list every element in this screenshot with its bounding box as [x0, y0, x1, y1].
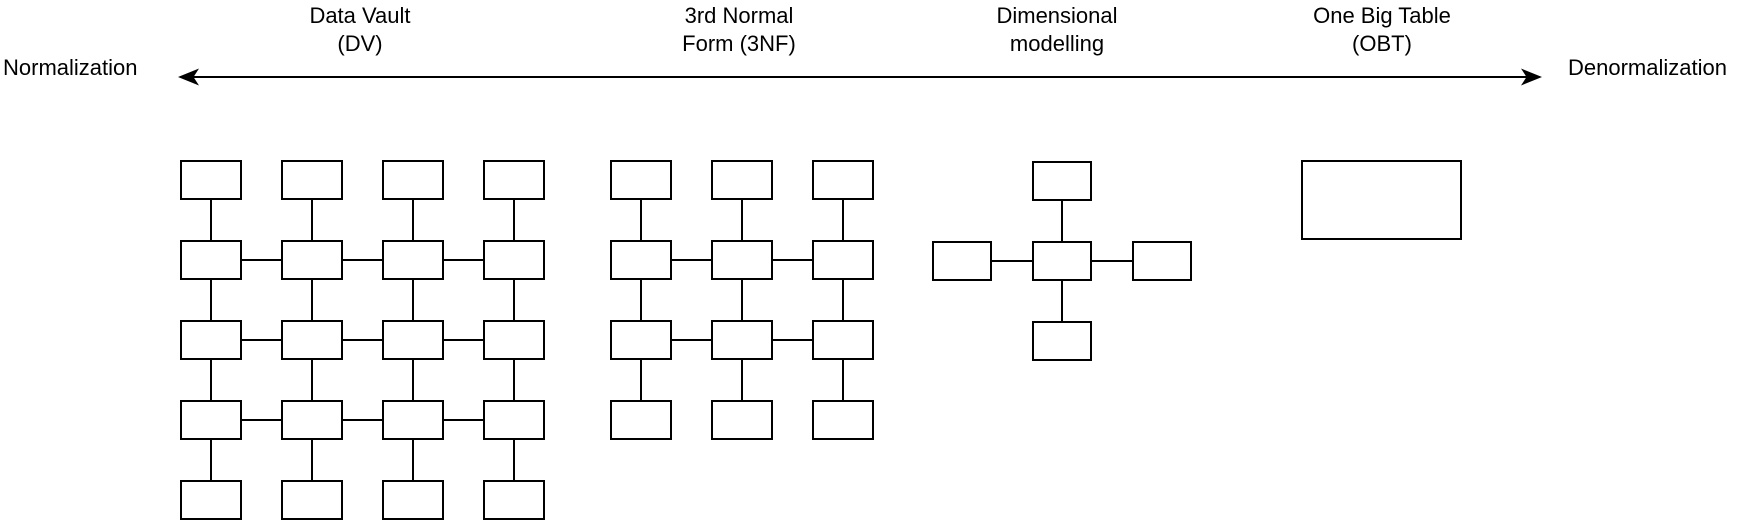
connector-line — [242, 339, 281, 341]
schema-table-box — [382, 480, 444, 520]
connector-line — [741, 360, 743, 400]
schema-table-box — [382, 240, 444, 280]
connector-line — [412, 280, 414, 320]
connector-line — [311, 360, 313, 400]
connector-line — [513, 360, 515, 400]
schema-table-box — [711, 240, 773, 280]
schema-table-box — [932, 241, 992, 281]
schema-table-box — [180, 240, 242, 280]
connector-line — [640, 360, 642, 400]
label-one-big-table-line2: (OBT) — [1352, 31, 1412, 56]
connector-line — [311, 440, 313, 480]
schema-table-box — [711, 160, 773, 200]
label-data-vault-line2: (DV) — [337, 31, 383, 56]
connector-line — [412, 200, 414, 240]
schema-table-box — [483, 240, 545, 280]
connector-line — [640, 280, 642, 320]
schema-table-box — [281, 480, 343, 520]
schema-table-box — [1301, 160, 1462, 240]
schema-table-box — [610, 400, 672, 440]
label-dimensional-modelling-line2: modelling — [1009, 31, 1105, 56]
axis-left-label: Normalization — [3, 55, 138, 80]
schema-table-box — [1032, 161, 1092, 201]
connector-line — [444, 259, 483, 261]
schema-table-box — [180, 320, 242, 360]
connector-line — [513, 200, 515, 240]
schema-table-box — [281, 240, 343, 280]
connector-line — [311, 280, 313, 320]
connector-line — [1092, 260, 1132, 262]
arrowhead-right-icon — [1521, 68, 1542, 86]
schema-table-box — [382, 400, 444, 440]
schema-table-box — [382, 160, 444, 200]
connector-line — [741, 280, 743, 320]
connector-line — [741, 200, 743, 240]
schema-table-box — [812, 160, 874, 200]
schema-table-box — [610, 160, 672, 200]
label-data-vault: Data Vault (DV) — [210, 2, 510, 58]
connector-line — [210, 440, 212, 480]
connector-line — [210, 280, 212, 320]
schema-table-box — [180, 400, 242, 440]
label-dimensional-modelling: Dimensional modelling — [907, 2, 1207, 58]
schema-table-box — [483, 480, 545, 520]
schema-table-box — [812, 240, 874, 280]
connector-line — [444, 419, 483, 421]
connector-line — [343, 419, 382, 421]
connector-line — [412, 360, 414, 400]
schema-table-box — [483, 320, 545, 360]
schema-table-box — [1132, 241, 1192, 281]
schema-table-box — [382, 320, 444, 360]
label-third-normal-form: 3rd Normal Form (3NF) — [589, 2, 889, 58]
connector-line — [343, 259, 382, 261]
connector-line — [210, 200, 212, 240]
schema-table-box — [180, 160, 242, 200]
label-data-vault-line1: Data Vault — [309, 3, 411, 28]
connector-line — [672, 259, 711, 261]
connector-line — [842, 280, 844, 320]
schema-table-box — [610, 240, 672, 280]
schema-table-box — [812, 400, 874, 440]
axis-right-label: Denormalization — [1568, 55, 1727, 80]
connector-line — [773, 339, 812, 341]
connector-line — [311, 200, 313, 240]
connector-line — [210, 360, 212, 400]
connector-line — [513, 440, 515, 480]
connector-line — [513, 280, 515, 320]
connector-line — [992, 260, 1032, 262]
connector-line — [842, 200, 844, 240]
label-third-normal-form-line2: Form (3NF) — [682, 31, 796, 56]
connector-line — [412, 440, 414, 480]
arrowhead-left-icon — [178, 68, 199, 86]
schema-table-box — [281, 400, 343, 440]
label-dimensional-modelling-line1: Dimensional — [996, 3, 1118, 28]
label-one-big-table: One Big Table (OBT) — [1232, 2, 1532, 58]
schema-table-box — [281, 320, 343, 360]
label-third-normal-form-line1: 3rd Normal — [684, 3, 794, 28]
label-one-big-table-line1: One Big Table — [1313, 3, 1451, 28]
connector-line — [343, 339, 382, 341]
schema-table-box — [281, 160, 343, 200]
connector-line — [1061, 281, 1063, 321]
schema-table-box — [812, 320, 874, 360]
schema-table-box — [180, 480, 242, 520]
connector-line — [444, 339, 483, 341]
schema-table-box — [711, 400, 773, 440]
connector-line — [1061, 201, 1063, 241]
schema-table-box — [1032, 241, 1092, 281]
schema-table-box — [483, 160, 545, 200]
schema-table-box — [711, 320, 773, 360]
connector-line — [242, 259, 281, 261]
connector-line — [842, 360, 844, 400]
schema-table-box — [1032, 321, 1092, 361]
schema-table-box — [610, 320, 672, 360]
connector-line — [672, 339, 711, 341]
connector-line — [242, 419, 281, 421]
connector-line — [773, 259, 812, 261]
connector-line — [640, 200, 642, 240]
schema-table-box — [483, 400, 545, 440]
